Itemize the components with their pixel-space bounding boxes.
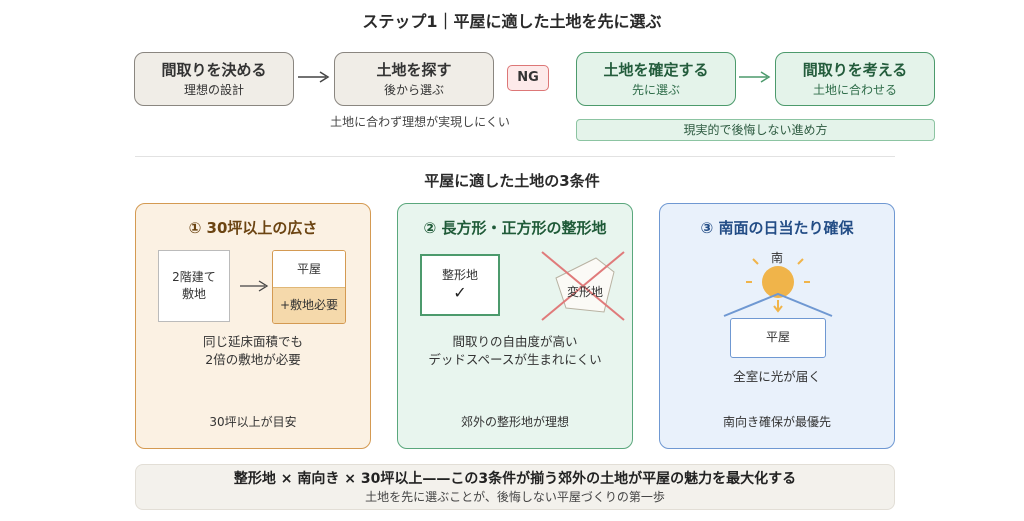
two-story-label: 2階建て — [172, 270, 216, 284]
condition-card-shape: ② 長方形・正方形の整形地 整形地 ✓ 変形地 間取りの自由度が高い デッドスペ… — [397, 203, 633, 449]
card-title: ③ 南面の日当たり確保 — [700, 219, 854, 237]
two-story-label: 敷地 — [181, 287, 206, 301]
extra-land-label: +敷地必要 — [273, 287, 345, 323]
flow-box-search-land: 土地を探す 後から選ぶ — [334, 52, 494, 106]
arrow-icon — [240, 280, 269, 292]
flow-box-main: 間取りを決める — [161, 61, 267, 79]
flow-box-sub: 後から選ぶ — [383, 83, 444, 97]
irregular-lot-label: 変形地 — [566, 285, 603, 299]
card-foot: 30坪以上が目安 — [209, 415, 297, 429]
flow-box-sub: 理想の設計 — [183, 83, 244, 97]
arrow-icon — [739, 71, 771, 83]
summary-sub: 土地を先に選ぶことが、後悔しない平屋づくりの第一歩 — [365, 490, 665, 504]
two-story-box: 2階建て 敷地 — [158, 250, 230, 322]
flow-box-main: 土地を探す — [376, 61, 452, 79]
south-label: 南 — [770, 251, 783, 265]
card-foot: 南向き確保が最優先 — [722, 415, 831, 429]
regular-lot-label: 整形地 — [441, 268, 478, 282]
check-icon: ✓ — [453, 283, 467, 302]
card-foot: 郊外の整形地が理想 — [460, 415, 569, 429]
card-title: ② 長方形・正方形の整形地 — [423, 219, 607, 237]
section-divider — [135, 156, 895, 157]
arrow-icon — [298, 71, 330, 83]
step-title: ステップ1｜平屋に適した土地を先に選ぶ — [362, 12, 662, 31]
good-flow-note: 現実的で後悔しない進め方 — [576, 119, 935, 141]
flow-box-main: 間取りを考える — [802, 61, 908, 79]
card-title: ① 30坪以上の広さ — [188, 219, 318, 237]
card-desc-line: 全室に光が届く — [733, 369, 821, 384]
flow-box-confirm-land: 土地を確定する 先に選ぶ — [576, 52, 736, 106]
conditions-title: 平屋に適した土地の3条件 — [424, 172, 600, 190]
regular-lot-box: 整形地 ✓ — [420, 254, 500, 316]
summary-band: 整形地 × 南向き × 30坪以上——この3条件が揃う郊外の土地が平屋の魅力を最… — [135, 464, 895, 510]
card-desc-line: 2倍の敷地が必要 — [205, 352, 301, 367]
flow-box-plan-layout: 間取りを考える 土地に合わせる — [775, 52, 935, 106]
card-desc-line: デッドスペースが生まれにくい — [428, 352, 602, 367]
card-desc-line: 間取りの自由度が高い — [452, 334, 578, 349]
summary-main: 整形地 × 南向き × 30坪以上——この3条件が揃う郊外の土地が平屋の魅力を最… — [233, 471, 797, 487]
ng-badge: NG — [507, 65, 549, 91]
condition-card-sunlight: ③ 南面の日当たり確保 南 平屋 全室に光が届く 南向き確保が最優先 — [659, 203, 895, 449]
flow-box-decide-layout: 間取りを決める 理想の設計 — [134, 52, 294, 106]
flow-box-sub: 土地に合わせる — [812, 83, 897, 97]
flow-box-main: 土地を確定する — [603, 61, 709, 79]
bad-flow-note: 土地に合わず理想が実現しにくい — [330, 115, 510, 129]
flow-box-sub: 先に選ぶ — [631, 83, 680, 97]
card-desc-line: 同じ延床面積でも — [202, 334, 303, 349]
house-box: 平屋 — [730, 318, 826, 358]
sun-icon — [723, 258, 833, 317]
one-story-label: 平屋 — [273, 251, 345, 287]
irregular-lot-icon — [541, 251, 625, 321]
one-story-box: 平屋 +敷地必要 — [272, 250, 346, 324]
condition-card-size: ① 30坪以上の広さ 2階建て 敷地 平屋 +敷地必要 同じ延床面積でも 2倍の… — [135, 203, 371, 449]
